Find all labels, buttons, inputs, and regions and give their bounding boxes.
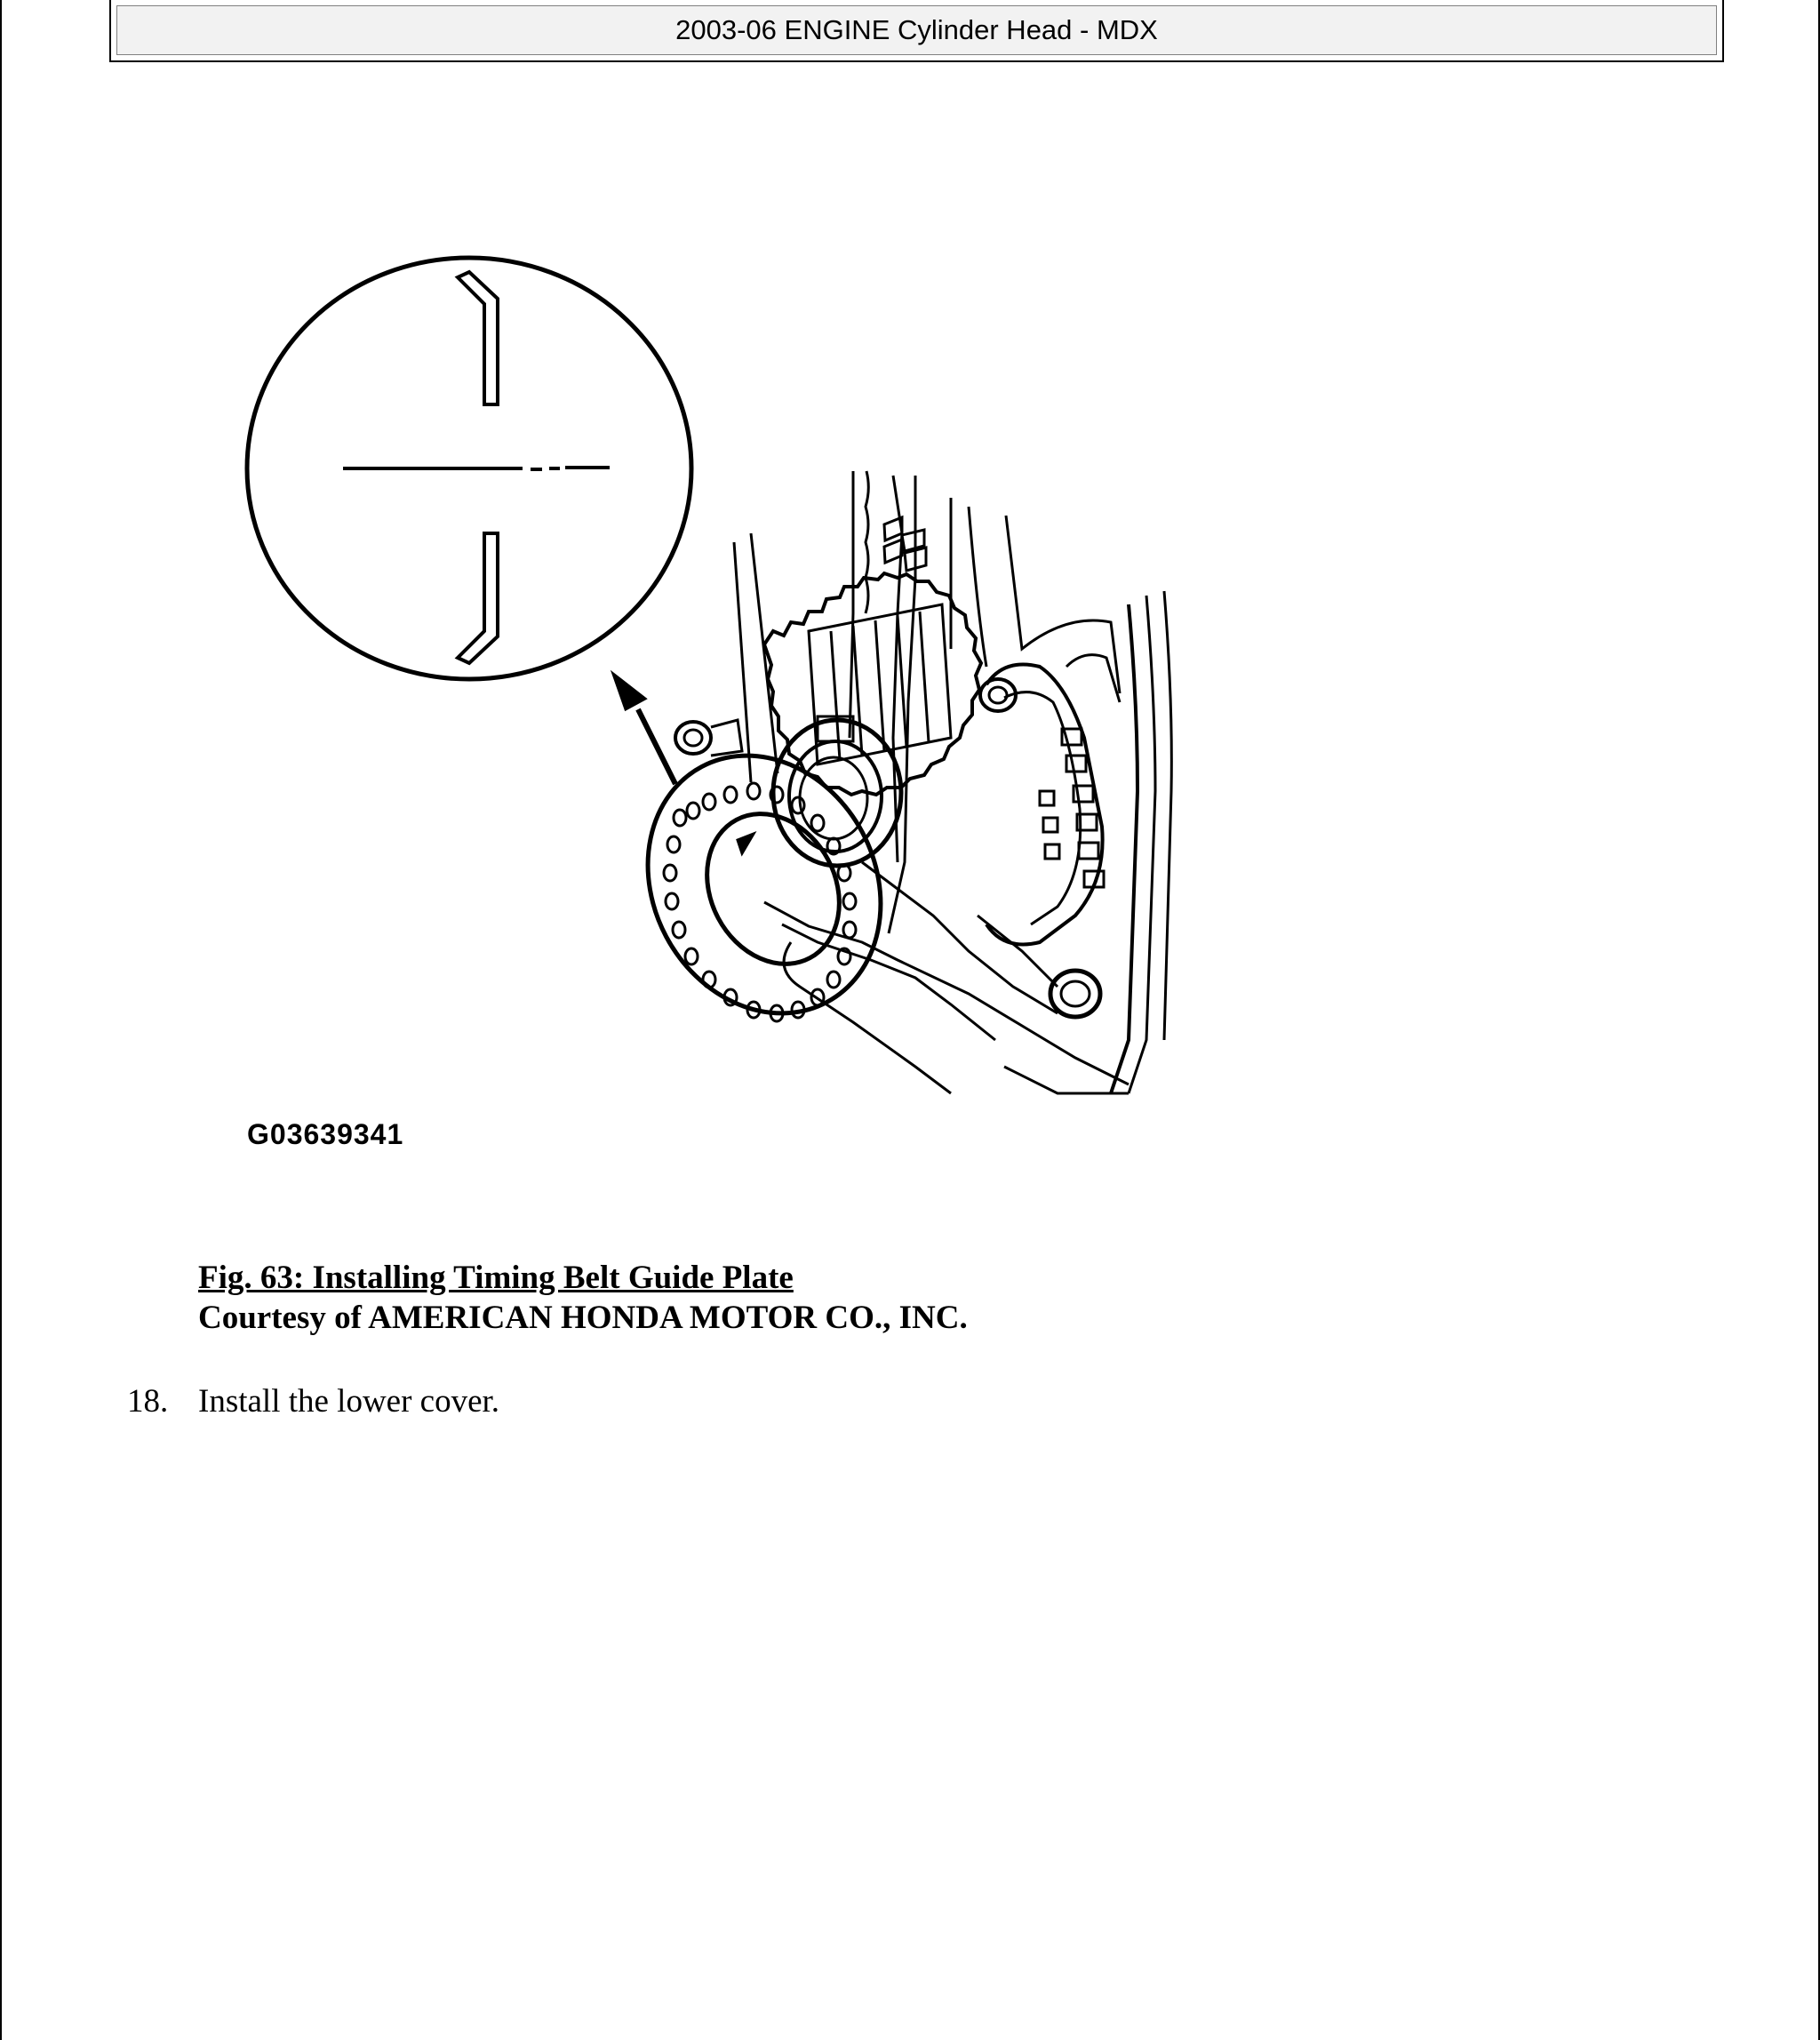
arrow-icon xyxy=(610,669,678,786)
detail-magnifier-circle xyxy=(244,255,694,682)
timing-belt-guide-plate-illustration xyxy=(240,240,1422,1129)
figure-title-link[interactable]: Fig. 63: Installing Timing Belt Guide Pl… xyxy=(198,1260,794,1296)
page-right-border xyxy=(1818,0,1820,2040)
guide-plate-icon xyxy=(645,753,883,1023)
crankshaft-sprocket-assembly xyxy=(674,470,1173,1095)
page-left-border xyxy=(0,0,2,2040)
step-number: 18. xyxy=(127,1383,169,1420)
figure-code: G03639341 xyxy=(247,1118,404,1150)
page-header-inner: 2003-06 ENGINE Cylinder Head - MDX xyxy=(116,5,1717,55)
figure-courtesy: Courtesy of AMERICAN HONDA MOTOR CO., IN… xyxy=(198,1300,968,1336)
page-header-title: 2003-06 ENGINE Cylinder Head - MDX xyxy=(675,14,1158,45)
step-text: Install the lower cover. xyxy=(198,1383,500,1420)
figure-caption: Fig. 63: Installing Timing Belt Guide Pl… xyxy=(198,1258,968,1338)
page-header: 2003-06 ENGINE Cylinder Head - MDX xyxy=(109,0,1724,62)
procedure-step: 18. Install the lower cover. xyxy=(127,1382,499,1420)
